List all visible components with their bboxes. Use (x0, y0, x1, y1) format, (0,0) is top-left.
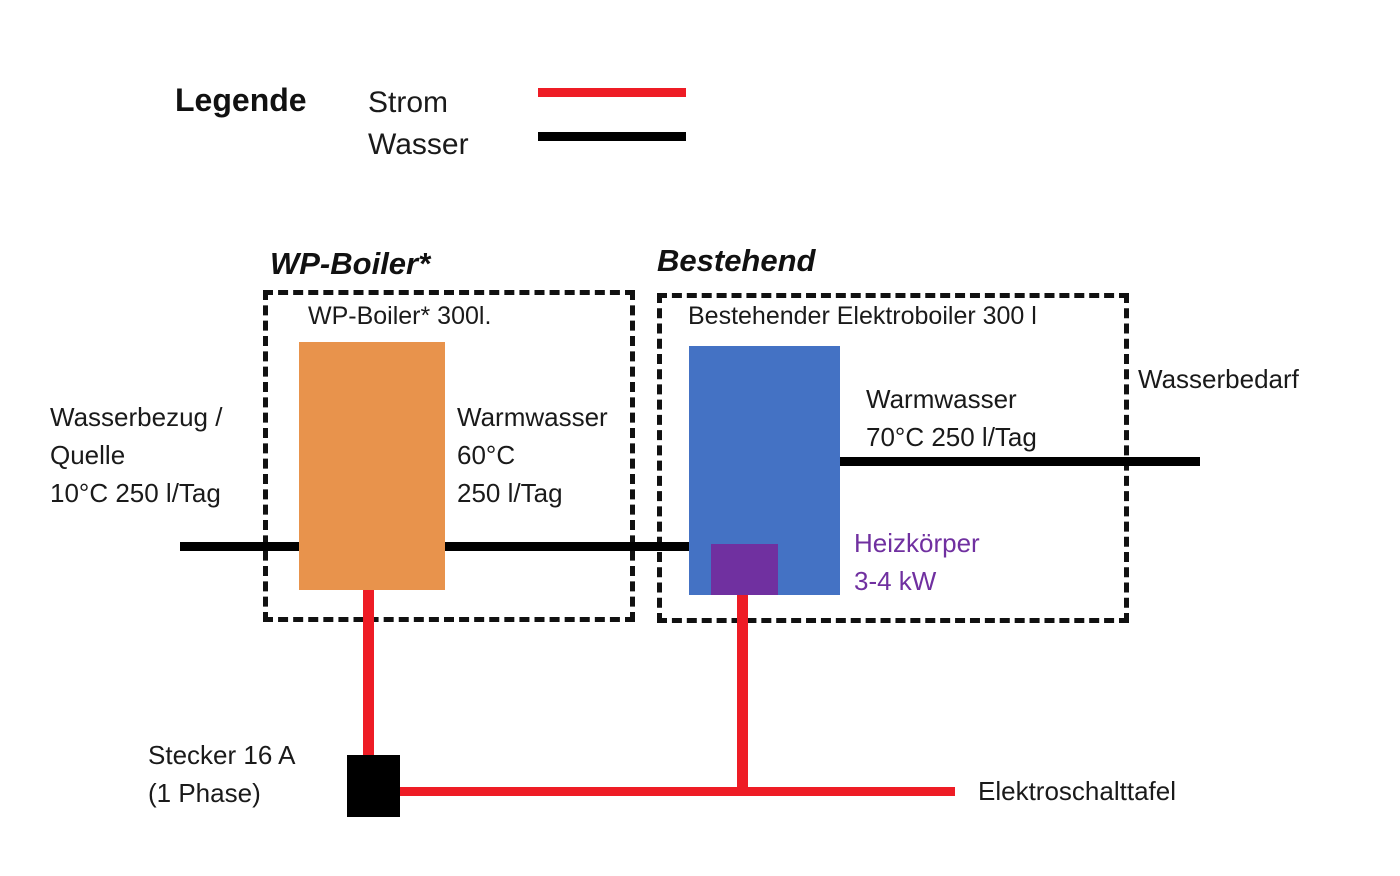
elektroboiler-label: Bestehender Elektroboiler 300 l (688, 302, 1037, 330)
heizkoerper-text: Heizkörper 3-4 kW (854, 528, 980, 596)
heizkoerper-rect (711, 544, 778, 595)
wasserbezug-text: Wasserbezug / Quelle 10°C 250 l/Tag (50, 402, 223, 508)
bestehend-group-title: Bestehend (657, 243, 816, 278)
wasser-line-elektroboiler-to-bedarf (838, 457, 1200, 466)
stecker-label: Stecker 16 A (1 Phase) (148, 740, 296, 808)
warmwasser-60-text: Warmwasser 60°C 250 l/Tag (457, 402, 608, 508)
wp-boiler-rect (299, 342, 445, 590)
wp-group-box (263, 290, 635, 622)
strom-line-wp-to-stecker (363, 588, 374, 760)
wasser-line-wp-to-elektroboiler (443, 542, 695, 551)
legend-title: Legende (175, 82, 307, 118)
strom-line-elektroboiler-to-bus (737, 593, 748, 795)
warmwasser-70-text: Warmwasser 70°C 250 l/Tag (866, 384, 1037, 452)
legend-strom-label: Strom (368, 86, 449, 119)
wasser-line-source-to-wp (180, 542, 308, 551)
wasserbedarf-label: Wasserbedarf (1138, 364, 1299, 394)
wp-group-title: WP-Boiler* (270, 246, 431, 281)
legend-strom-swatch (538, 88, 686, 97)
strom-line-stecker-to-schalttafel (398, 787, 955, 796)
legend-wasser-label: Wasser (368, 128, 469, 161)
legend-wasser-swatch (538, 132, 686, 141)
stecker-square (347, 755, 400, 817)
elektroschalttafel-label: Elektroschalttafel (978, 776, 1176, 806)
wp-boiler-label: WP-Boiler* 300l. (308, 302, 492, 330)
